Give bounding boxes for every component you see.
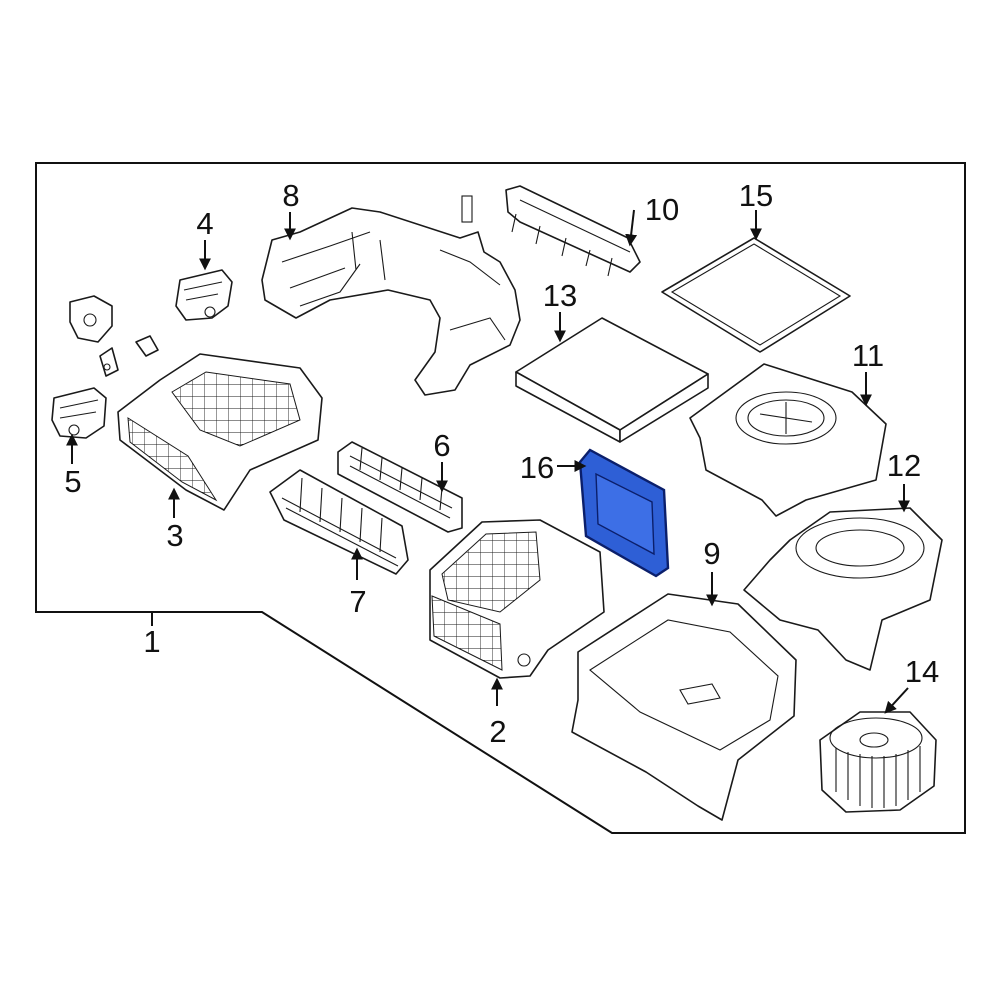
part-6-slotted-bar[interactable] bbox=[337, 441, 463, 533]
callout-16: 16 bbox=[520, 450, 554, 485]
callout-10: 10 bbox=[645, 192, 679, 227]
part-14-blower-motor[interactable] bbox=[819, 711, 937, 813]
callout-4: 4 bbox=[196, 206, 213, 241]
part-8-duct-housing[interactable] bbox=[261, 195, 521, 396]
part-5-actuator[interactable] bbox=[51, 387, 107, 439]
callout-12: 12 bbox=[887, 448, 921, 483]
part-4-actuator[interactable] bbox=[175, 269, 233, 321]
part-13-filter-block[interactable] bbox=[515, 317, 709, 443]
callout-8: 8 bbox=[282, 178, 299, 213]
callout-3: 3 bbox=[166, 518, 183, 553]
callout-5: 5 bbox=[64, 464, 81, 499]
callout-6: 6 bbox=[433, 428, 450, 463]
part-11-blower-housing[interactable] bbox=[689, 363, 887, 517]
part-9-lower-case[interactable] bbox=[571, 593, 797, 821]
part-16-seal-highlighted[interactable] bbox=[578, 448, 670, 578]
callout-13: 13 bbox=[543, 278, 577, 313]
leader-lines bbox=[66, 209, 910, 714]
callout-2: 2 bbox=[489, 714, 506, 749]
part-15-gasket-frame[interactable] bbox=[661, 237, 851, 353]
part-3-mode-housing[interactable] bbox=[117, 353, 323, 511]
part-10-vent-grille[interactable] bbox=[505, 185, 641, 277]
part-7-slotted-bar[interactable] bbox=[269, 469, 409, 575]
callout-9: 9 bbox=[703, 536, 720, 571]
part-2-heater-case[interactable] bbox=[429, 519, 605, 679]
callout-1: 1 bbox=[143, 624, 160, 659]
callout-11: 11 bbox=[852, 338, 884, 373]
callout-7: 7 bbox=[349, 584, 366, 619]
assembly-frame bbox=[35, 162, 966, 834]
small-brackets[interactable] bbox=[69, 295, 159, 377]
callout-15: 15 bbox=[739, 178, 773, 213]
callout-14: 14 bbox=[905, 654, 939, 689]
part-12-scroll-housing[interactable] bbox=[743, 507, 943, 671]
